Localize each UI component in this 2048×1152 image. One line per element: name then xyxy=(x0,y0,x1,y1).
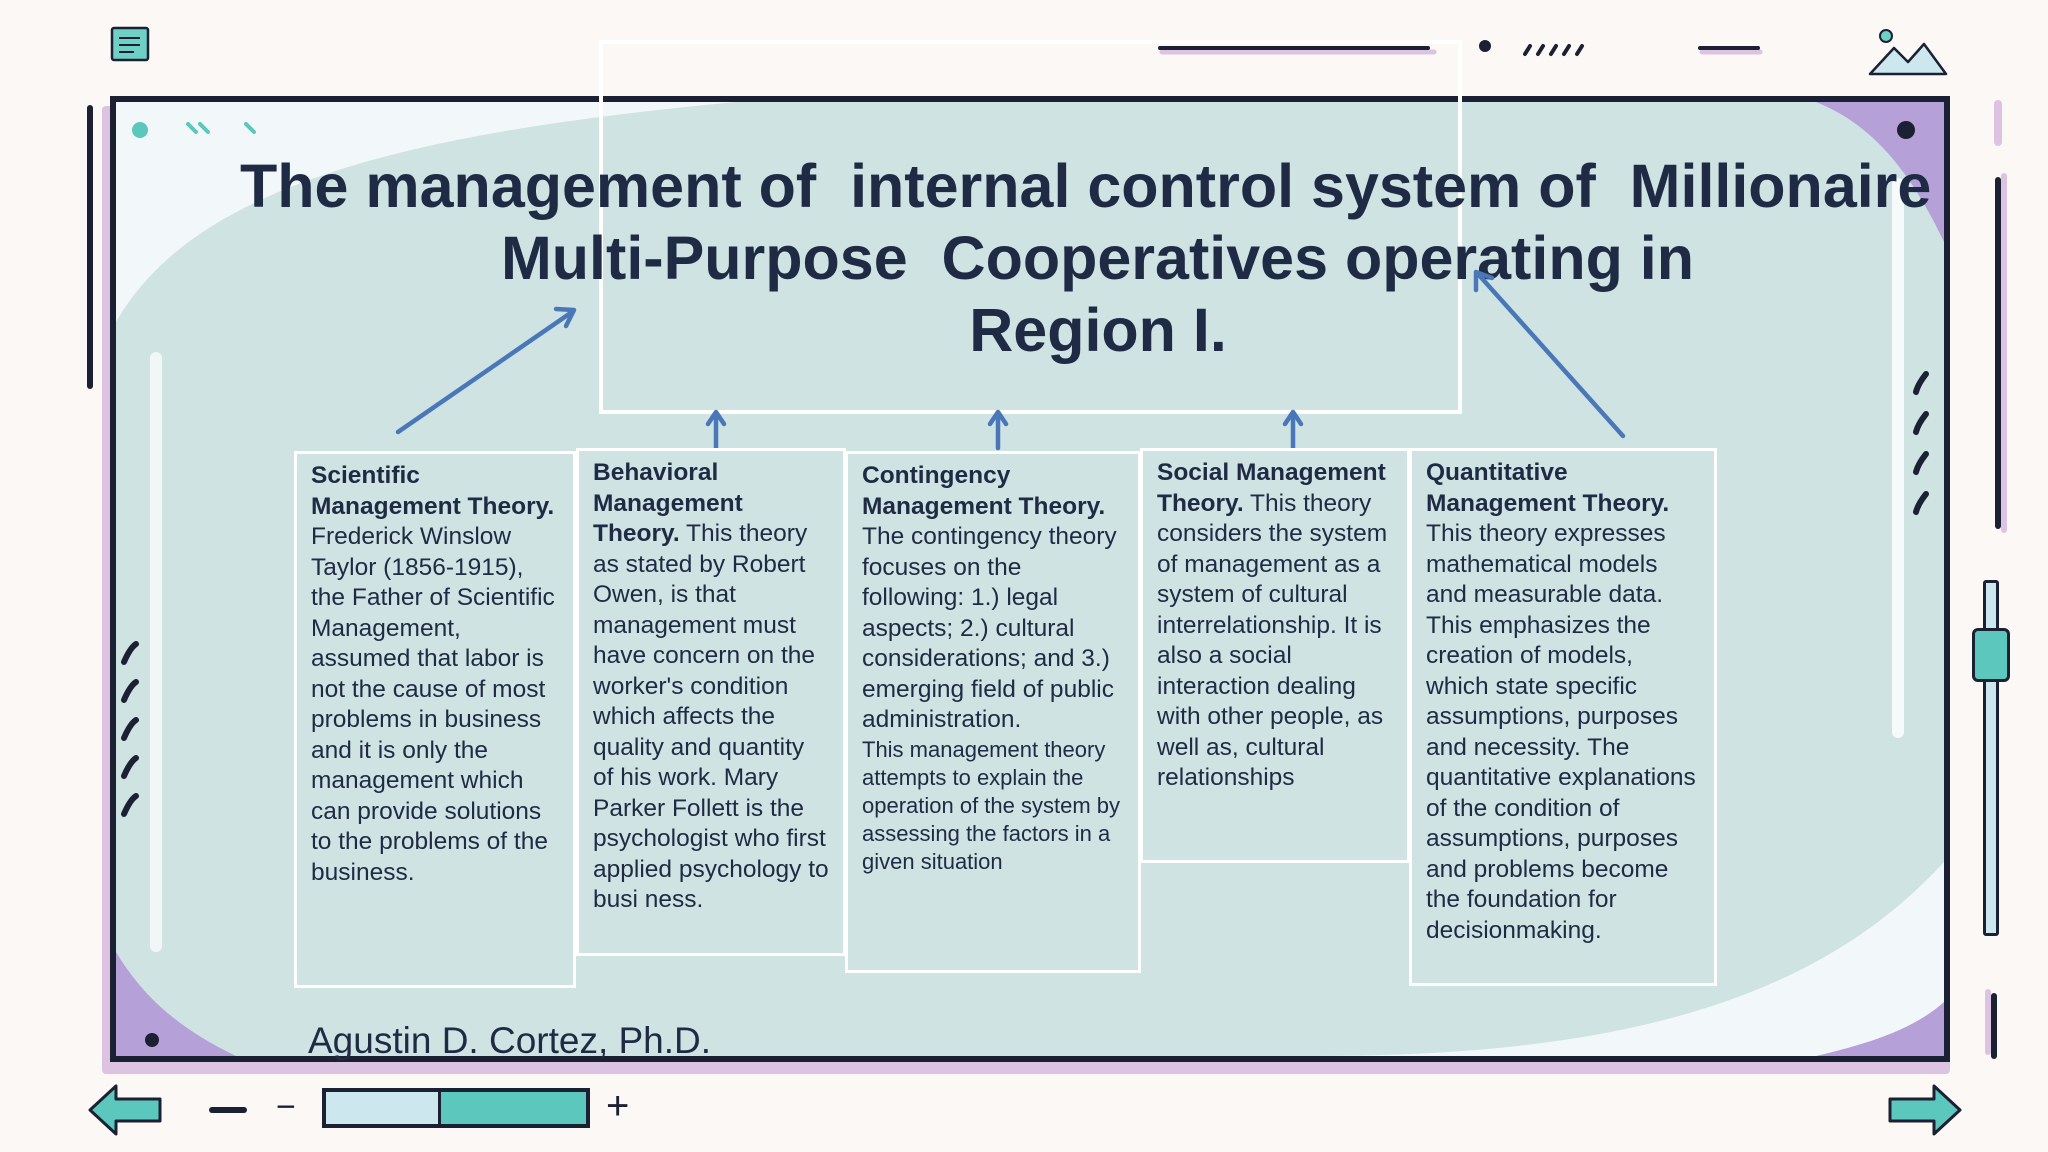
title-line-2: Multi-Purpose Cooperatives operating in xyxy=(500,224,1694,292)
card-heading: Social Management Theory. xyxy=(1157,459,1386,517)
card-heading: Contingency Management Theory. xyxy=(862,462,1106,520)
menu-icon[interactable] xyxy=(110,26,152,64)
left-side-decoration xyxy=(87,105,93,389)
title-box xyxy=(599,40,1462,414)
card-body: This theory as stated by Robert Owen, is… xyxy=(593,520,829,913)
title-line-1: The management of internal control syste… xyxy=(240,152,1932,220)
card-heading: Scientific Management Theory. xyxy=(311,462,555,520)
card-body: Frederick Winslow Taylor (1856-1915), th… xyxy=(311,523,555,886)
card-behavioral-management: Behavioral Management Theory. This theor… xyxy=(576,448,846,956)
next-slide-button[interactable] xyxy=(1886,1082,1964,1138)
previous-slide-button[interactable] xyxy=(86,1082,164,1138)
card-body: The contingency theory focuses on the fo… xyxy=(862,523,1117,733)
card-heading: Behavioral Management Theory. xyxy=(593,459,743,547)
card-body-small: This management theory attempts to expla… xyxy=(862,736,1121,874)
author-name: Agustin D. Cortez, Ph.D. xyxy=(308,1020,712,1061)
slide-title: The management of internal control syste… xyxy=(240,150,1932,366)
right-side-decoration xyxy=(1985,100,2007,1059)
card-contingency-management: Contingency Management Theory. The conti… xyxy=(845,451,1141,973)
arrow-right-icon xyxy=(1888,1084,1962,1136)
vertical-scroll-handle[interactable] xyxy=(1972,628,2010,682)
zoom-slider[interactable] xyxy=(322,1088,590,1128)
zoom-out-button[interactable]: − xyxy=(276,1088,296,1126)
title-line-3: Region I. xyxy=(969,296,1227,364)
arrow-left-icon xyxy=(88,1084,162,1136)
zoom-dash-icon xyxy=(209,1107,247,1113)
card-heading: Quantitative Management Theory. xyxy=(1426,459,1670,517)
image-icon[interactable] xyxy=(1866,28,1950,78)
card-social-management: Social Management Theory. This theory co… xyxy=(1140,448,1410,863)
arrow-quantitative xyxy=(1475,271,1626,439)
arrow-scientific xyxy=(395,309,575,435)
card-scientific-management: Scientific Management Theory. Frederick … xyxy=(294,451,576,988)
zoom-in-button[interactable]: + xyxy=(606,1084,630,1128)
card-body: This theory considers the system of mana… xyxy=(1157,489,1388,792)
zoom-slider-fill xyxy=(438,1092,586,1124)
top-decoration-lines xyxy=(1158,40,1763,56)
card-quantitative-management: Quantitative Management Theory. This the… xyxy=(1409,448,1717,986)
card-body: This theory expresses mathematical model… xyxy=(1426,520,1696,944)
